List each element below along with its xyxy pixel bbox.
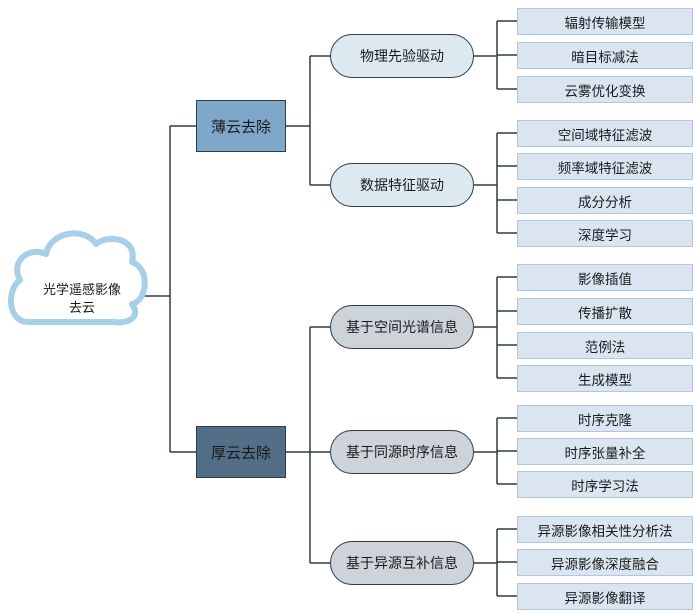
method-data-feature: 数据特征驱动 [330,163,474,207]
technique-box: 暗目标减法 [517,42,693,69]
category-thick-cloud: 厚云去除 [196,426,286,478]
technique-box: 生成模型 [517,365,693,392]
technique-box: 时序克隆 [517,405,693,432]
technique-box: 深度学习 [517,220,693,247]
technique-box: 异源影像翻译 [517,583,693,610]
method-homologous-temporal: 基于同源时序信息 [330,430,474,474]
technique-box: 范例法 [517,332,693,359]
technique-box: 频率域特征滤波 [517,153,693,180]
method-physical-prior: 物理先验驱动 [330,34,474,78]
method-heterologous-complementary: 基于异源互补信息 [330,541,474,585]
root-label-line1: 光学遥感影像 [42,283,121,298]
method-spatial-spectral: 基于空间光谱信息 [330,305,474,349]
technique-box: 影像插值 [517,264,693,291]
technique-box: 辐射传输模型 [517,8,693,35]
technique-box: 异源影像相关性分析法 [517,516,693,543]
cloud-icon [7,230,148,326]
category-thin-cloud: 薄云去除 [196,100,286,152]
technique-box: 时序学习法 [517,471,693,498]
root-label: 光学遥感影像 去云 [22,282,142,318]
technique-box: 时序张量补全 [517,438,693,465]
technique-box: 成分分析 [517,187,693,214]
technique-box: 空间域特征滤波 [517,120,693,147]
technique-box: 异源影像深度融合 [517,549,693,576]
technique-box: 云雾优化变换 [517,76,693,103]
root-label-line2: 去云 [68,301,95,316]
technique-box: 传播扩散 [517,298,693,325]
